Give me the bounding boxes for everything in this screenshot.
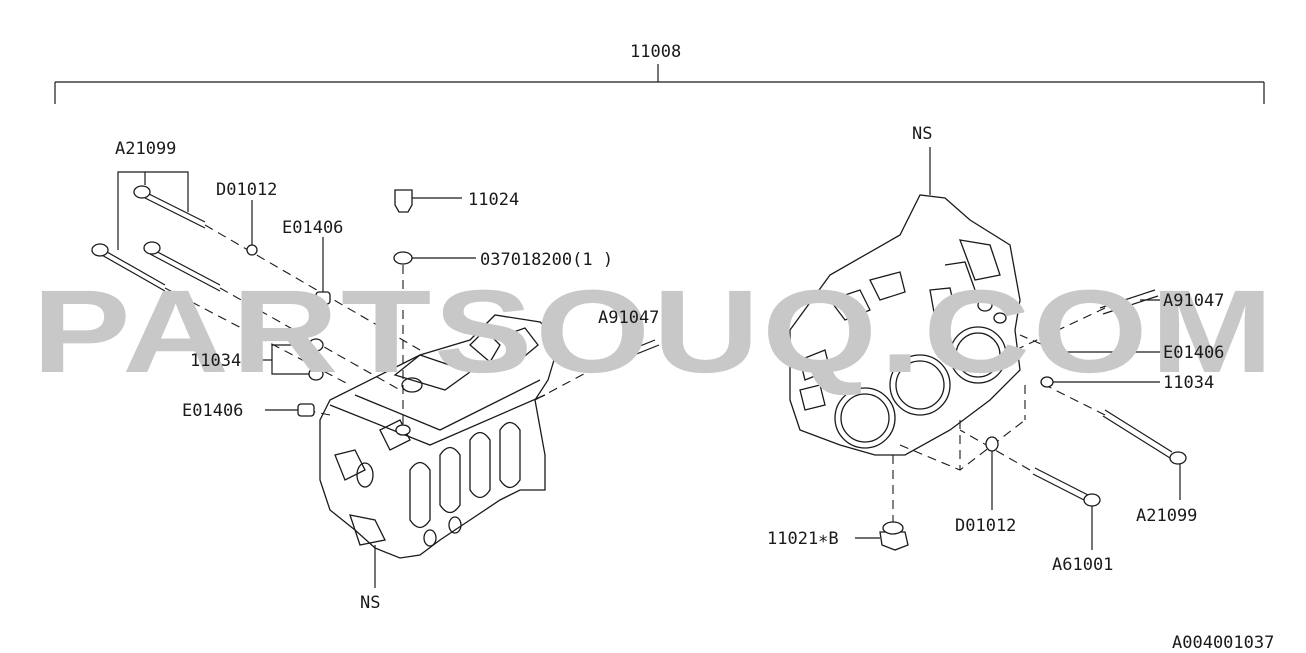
callout-a21099-right[interactable]: A21099 xyxy=(1136,506,1197,526)
left-cylinder-block xyxy=(319,314,561,559)
callout-11034-right[interactable]: 11034 xyxy=(1163,373,1214,393)
small-parts-right xyxy=(879,289,1187,551)
leader-lines-right xyxy=(855,147,1181,550)
callout-a91047-right[interactable]: A91047 xyxy=(1163,291,1224,311)
assembly-label[interactable]: 11008 xyxy=(630,42,681,62)
callout-e01406-right[interactable]: E01406 xyxy=(1163,343,1224,363)
small-parts-left xyxy=(246,189,660,436)
leader-lines-left xyxy=(117,171,626,588)
callout-a21099-left[interactable]: A21099 xyxy=(115,139,176,159)
callout-037018200[interactable]: 037018200(1 ) xyxy=(480,250,613,270)
callout-a91047-left[interactable]: A91047 xyxy=(598,308,659,328)
callout-a61001[interactable]: A61001 xyxy=(1052,555,1113,575)
watermark: PARTSOUQ.COM xyxy=(32,266,1276,398)
callout-d01012-right[interactable]: D01012 xyxy=(955,516,1016,536)
assembly-bracket xyxy=(54,64,1265,104)
callout-e01406-left-bottom[interactable]: E01406 xyxy=(182,401,243,421)
bolt-a21099-left xyxy=(91,185,221,292)
callout-ns-left[interactable]: NS xyxy=(360,593,380,613)
diagram-code: A004001037 xyxy=(1172,633,1274,653)
callout-11034-left[interactable]: 11034 xyxy=(190,351,241,371)
callout-11021b[interactable]: 11021∗B xyxy=(767,529,839,549)
callout-e01406-left-top[interactable]: E01406 xyxy=(282,218,343,238)
callout-ns-right[interactable]: NS xyxy=(912,124,932,144)
callout-d01012-left[interactable]: D01012 xyxy=(216,180,277,200)
callout-11024[interactable]: 11024 xyxy=(468,190,519,210)
dashed-guides-right xyxy=(892,307,1106,522)
right-cylinder-block xyxy=(789,194,1021,456)
